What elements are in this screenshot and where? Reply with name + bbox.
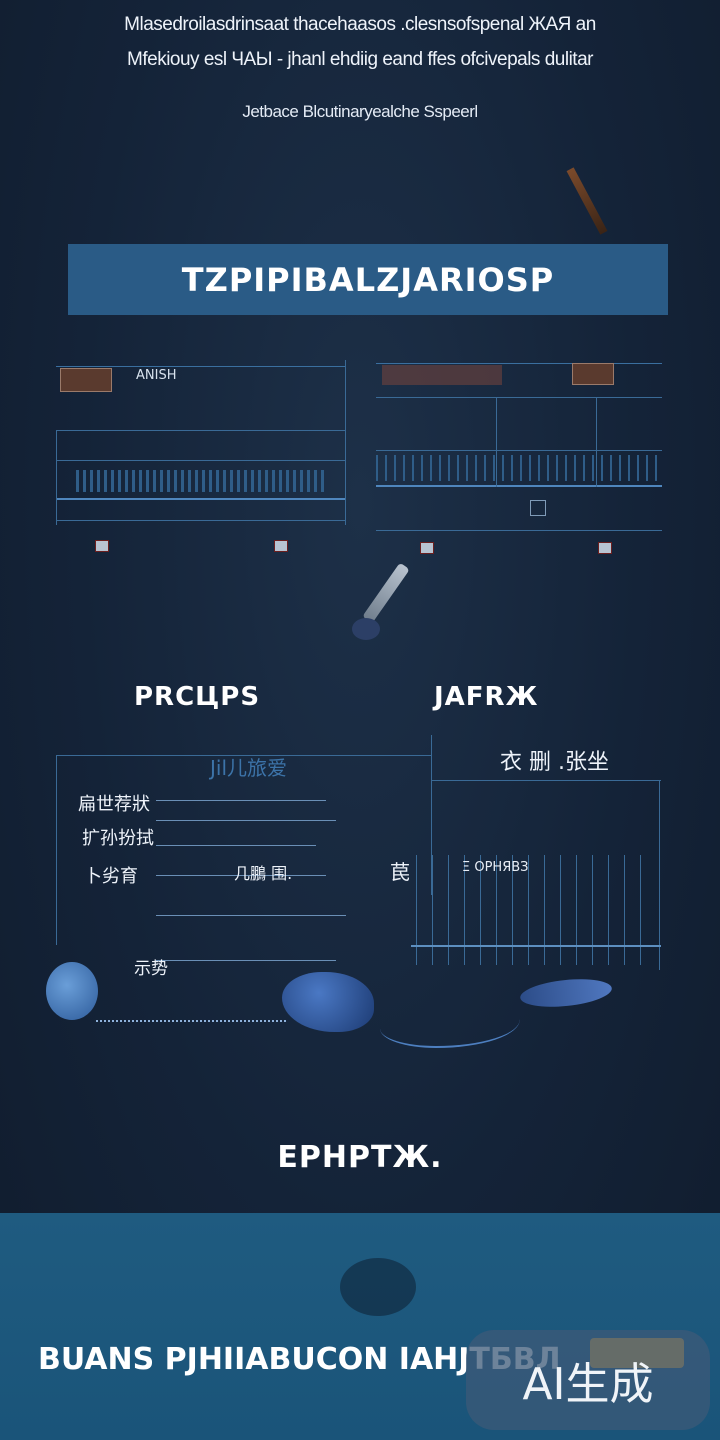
diagram-line-3: 卜劣育 xyxy=(84,866,138,887)
right-panel-square xyxy=(530,500,546,516)
footer-blob xyxy=(340,1258,416,1316)
cable-right xyxy=(380,1000,520,1048)
diagram-side-text: 苠 xyxy=(390,860,410,884)
diagram-top-title: Jil儿旅爱 xyxy=(210,756,288,780)
diagram-right-heading: 衣 删 .张坐 xyxy=(500,750,609,775)
section-label-right: JAFRЖ xyxy=(434,682,539,712)
section-label-left: PRСЦPS xyxy=(134,682,261,712)
earpiece-illustration xyxy=(46,962,98,1020)
right-panel-tag-1 xyxy=(420,542,434,554)
stylus-illustration xyxy=(566,167,608,235)
left-panel-illustration: ANISH xyxy=(56,360,346,535)
cable-left xyxy=(96,1012,286,1022)
diagram-middle-text: 几鵬 围. xyxy=(234,864,293,883)
left-panel-heading: ANISH xyxy=(136,368,177,383)
title-banner: TZPIPIBALZJARIOSP xyxy=(68,244,668,315)
left-panel-tag-1 xyxy=(95,540,109,552)
diagram-right-caption: Ξ ОРНЯВЗ xyxy=(462,860,529,875)
banner-title: TZPIPIBALZJARIOSP xyxy=(181,260,555,299)
microphone-illustration xyxy=(362,562,410,624)
microphone-head-icon xyxy=(352,618,380,640)
left-panel-badge xyxy=(60,368,112,392)
ai-generated-badge: AI生成 xyxy=(466,1330,710,1430)
left-panel-tag-2 xyxy=(274,540,288,552)
right-panel-bar xyxy=(382,365,502,385)
right-panel-scale xyxy=(376,455,662,481)
diagram-line-2: 扩孙扮拭 xyxy=(82,828,154,849)
left-panel-scale xyxy=(76,470,326,492)
header-line-2: Mfekiouy esl ЧАЫ - jhanl ehdiig eand ffe… xyxy=(127,49,593,70)
right-panel-tag-2 xyxy=(598,542,612,554)
diagram-bottom-left: 示势 xyxy=(134,959,168,979)
header-subtitle: Jetbace Blcutinaryealche Sspeerl xyxy=(242,102,478,121)
headset-illustration xyxy=(282,972,374,1032)
header-line-1: Mlasedroilasdrinsaat thacehaasos .clesns… xyxy=(124,14,596,35)
diagram-line-1: 扁世荐狀 xyxy=(78,794,150,815)
ai-generated-label: AI生成 xyxy=(522,1359,654,1410)
lower-diagram xyxy=(56,735,664,1035)
lower-diagram-grid xyxy=(416,855,641,965)
right-panel-illustration xyxy=(376,355,662,535)
right-panel-badge xyxy=(572,363,614,385)
bottom-title: EPНРТЖ. xyxy=(277,1140,443,1175)
